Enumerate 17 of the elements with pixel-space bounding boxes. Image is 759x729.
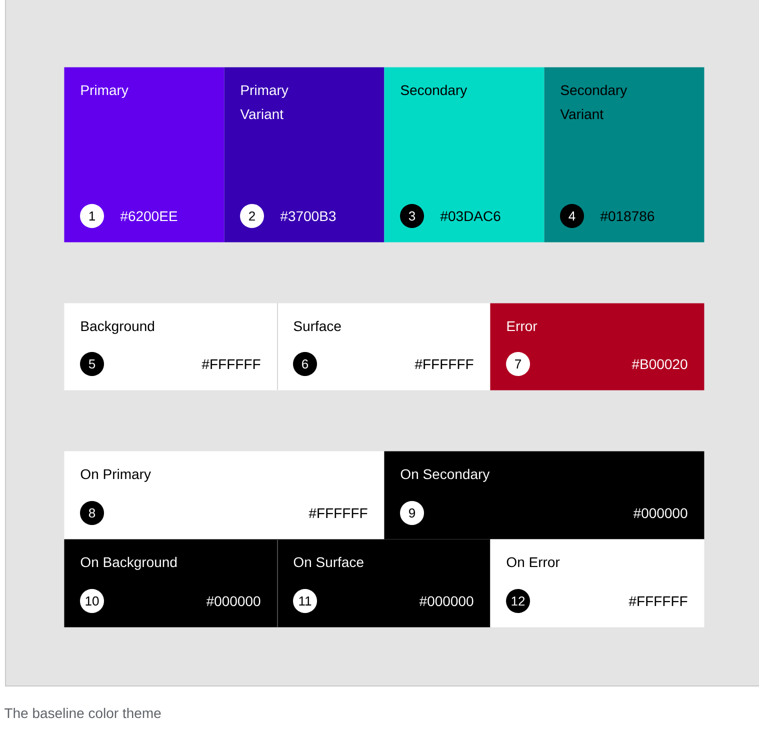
- node-label: Background: [81, 320, 154, 334]
- number-badge: 6: [293, 352, 317, 376]
- number-badge: 3: [400, 204, 424, 228]
- number-badge: 7: [506, 352, 530, 376]
- number-badge: 1: [80, 204, 104, 228]
- caption: The baseline color theme: [4, 708, 161, 718]
- node-label: On Background: [80, 556, 177, 570]
- number-badge: 2: [240, 204, 264, 228]
- node-label: #FFFFFF: [202, 359, 260, 370]
- number-badge: 8: [80, 501, 104, 525]
- number-badge: 10: [80, 589, 104, 613]
- number-badge: 5: [80, 352, 104, 376]
- node-label: #000000: [206, 596, 260, 606]
- number-badge: 11: [293, 589, 317, 613]
- number-badge: 12: [506, 589, 530, 613]
- number-badge: 4: [560, 204, 584, 228]
- number-badge: 9: [400, 501, 424, 525]
